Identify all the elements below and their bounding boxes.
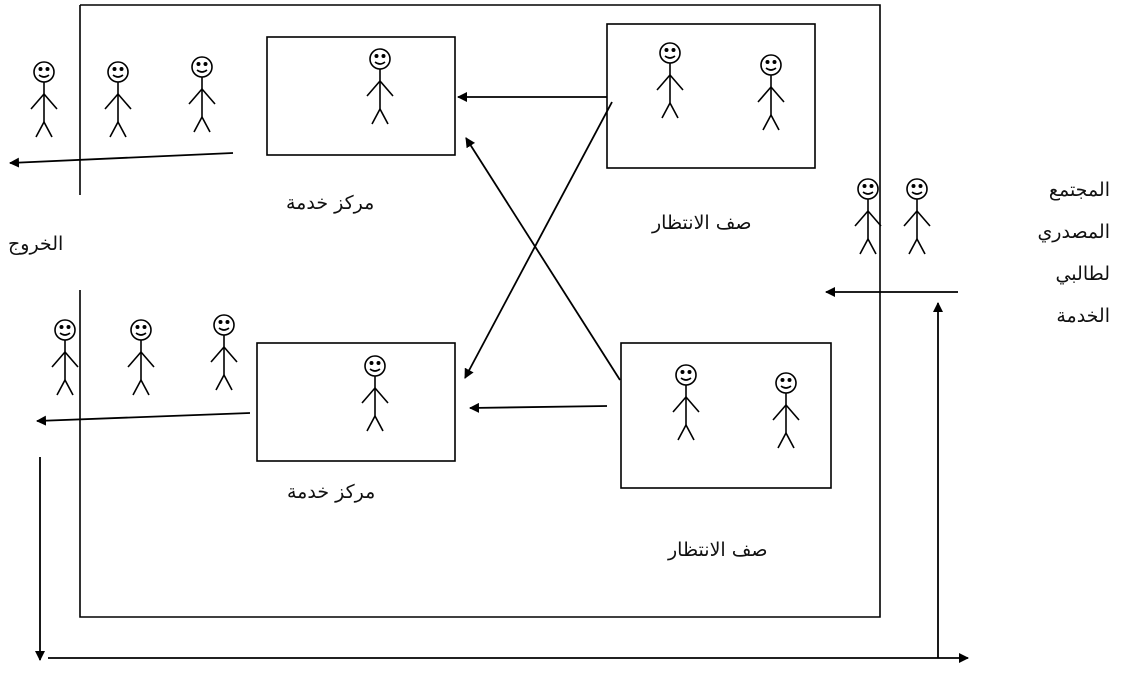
person-icon [772, 372, 800, 449]
source-population-line: الخدمة [1056, 305, 1110, 327]
flow-arrow [464, 101, 613, 379]
person-icon [366, 48, 394, 125]
source-population-line: لطالبي [1055, 263, 1110, 285]
person-icon [903, 178, 931, 255]
exit-arrow-top [9, 152, 234, 168]
person-icon [51, 319, 79, 396]
person-icon [757, 54, 785, 131]
person-icon [672, 364, 700, 441]
service-center-top-label: مركز خدمة [286, 192, 375, 214]
service-center-bottom-label: مركز خدمة [287, 481, 376, 503]
person-icon [854, 178, 882, 255]
exit-label: الخروج [8, 233, 64, 255]
person-icon [188, 56, 216, 133]
person-icon [361, 355, 389, 432]
queue-top-label: صف الانتظار [652, 212, 752, 234]
person-icon [127, 319, 155, 396]
source-population-label: المجتمع المصدري لطالبي الخدمة [1037, 176, 1110, 344]
source-population-line: المصدري [1037, 221, 1110, 243]
source-population-line: المجتمع [1048, 179, 1110, 201]
exit-arrow-bottom [36, 412, 251, 426]
person-icon [104, 61, 132, 138]
system-boundary [79, 4, 881, 618]
person-icon [30, 61, 58, 138]
service-center-top-box [266, 36, 456, 156]
person-icon [210, 314, 238, 391]
queue-top-box [606, 23, 816, 169]
flow-arrow [465, 137, 621, 381]
service-center-bottom-box [256, 342, 456, 462]
flow-arrow [469, 402, 608, 413]
person-icon [656, 42, 684, 119]
queue-bottom-label: صف الانتظار [668, 539, 768, 561]
queue-bottom-box [620, 342, 832, 489]
